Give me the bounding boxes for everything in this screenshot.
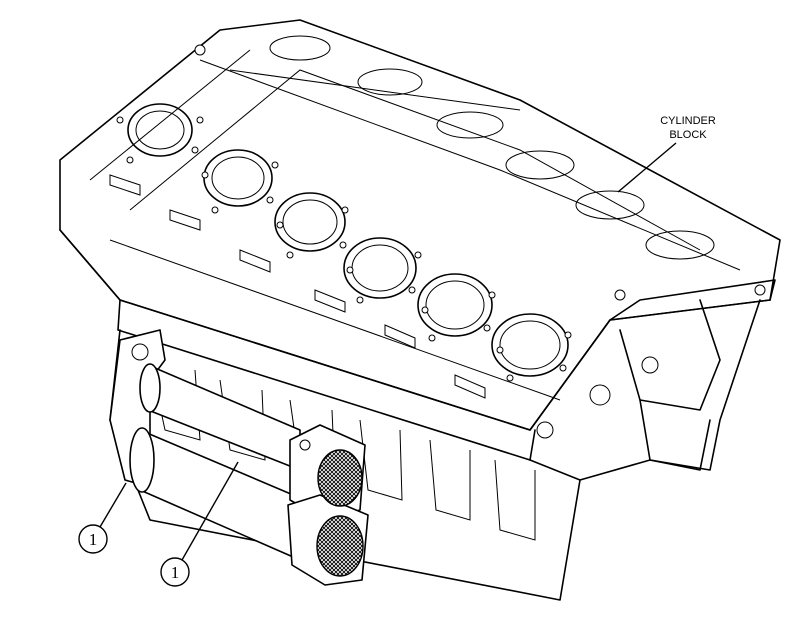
bolt-holes bbox=[116, 44, 766, 439]
cylinder-block-leader-line bbox=[617, 142, 677, 193]
cylinder-block-label-line1: CYLINDER bbox=[660, 115, 716, 127]
callout-circle bbox=[160, 557, 190, 587]
callout-circle bbox=[78, 524, 108, 554]
callout-1b: 1 bbox=[160, 461, 239, 587]
cylinder-block bbox=[59, 19, 781, 601]
callout-leader-line bbox=[99, 482, 127, 528]
callout-number: 1 bbox=[89, 530, 98, 549]
callout-1a: 1 bbox=[78, 482, 127, 554]
callout-number: 1 bbox=[171, 563, 180, 582]
cylinder-block-label: CYLINDER BLOCK bbox=[617, 115, 716, 193]
cylinder-bores bbox=[127, 35, 715, 377]
cylinder-block-label-line2: BLOCK bbox=[669, 129, 707, 141]
callout-leader-line bbox=[181, 461, 239, 561]
oil-cooler-assembly bbox=[109, 329, 369, 586]
